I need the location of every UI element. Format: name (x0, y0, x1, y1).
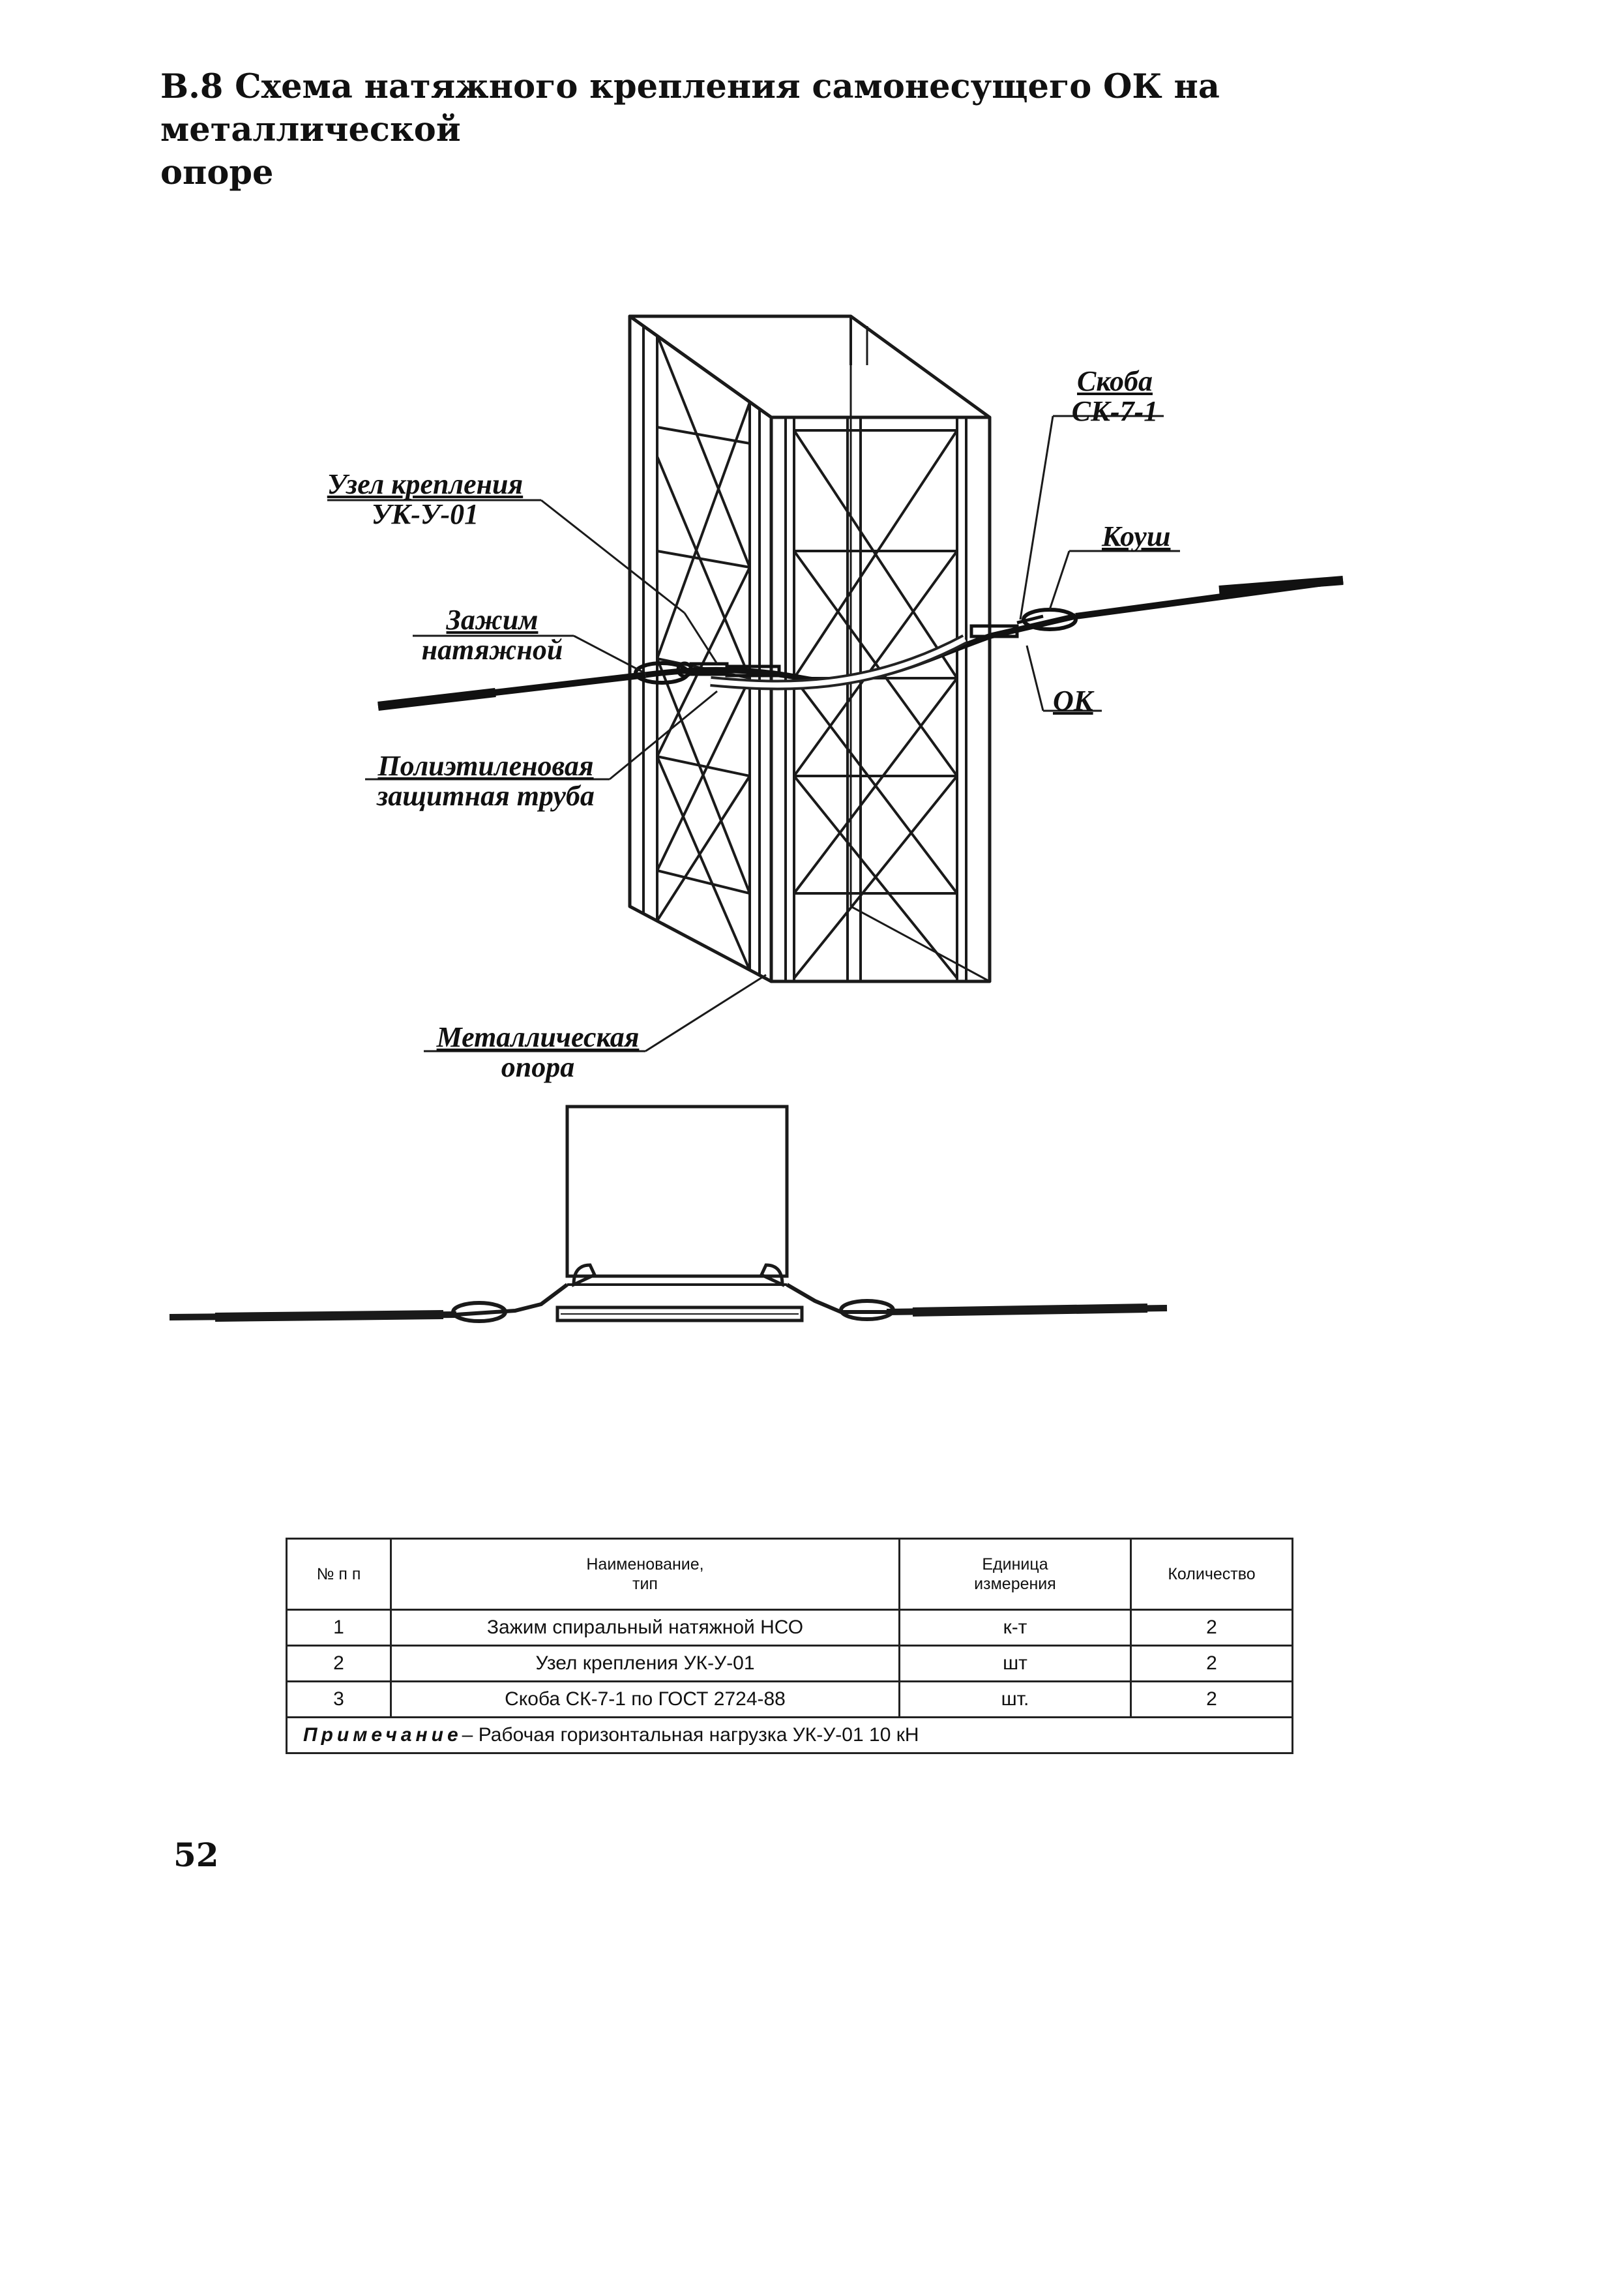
callout-opora-line-2: опора (501, 1051, 575, 1083)
callout-ok-label: ОК (1053, 685, 1093, 717)
callout-zazhim-line-2: натяжной (421, 634, 563, 666)
callout-uzel-line-2: УК-У-01 (371, 498, 479, 530)
cell-unit: к-т (898, 1609, 1132, 1647)
callout-skoba-line-1: Скоба (1077, 365, 1153, 397)
page-title-line-2: опоре (160, 153, 274, 192)
cell-number: 3 (286, 1680, 392, 1718)
callout-zazhim: Зажим натяжной (411, 605, 574, 665)
leader-lines (327, 415, 1180, 1052)
note-label: Примечание (303, 1724, 462, 1746)
cell-quantity: 2 (1130, 1680, 1293, 1718)
plan-view-tower (565, 1105, 789, 1278)
cell-number: 2 (286, 1645, 392, 1682)
table-row: 1 Зажим спиральный натяжной НСО к-т 2 (286, 1609, 1293, 1647)
plan-view (169, 1105, 1168, 1323)
table-row: 3 Скоба СК-7-1 по ГОСТ 2724-88 шт. 2 (286, 1680, 1293, 1718)
header-unit: Единица измерения (898, 1538, 1132, 1611)
callout-zazhim-line-1: Зажим (446, 604, 539, 636)
callout-koush: Коуш (1102, 522, 1170, 552)
callout-opora-line-1: Металлическая (436, 1021, 640, 1053)
cell-name: Скоба СК-7-1 по ГОСТ 2724-88 (390, 1680, 900, 1718)
callout-opora: Металлическая опора (427, 1022, 649, 1082)
note-text: – Рабочая горизонтальная нагрузка УК-У-0… (462, 1724, 919, 1746)
tower-left-face (628, 314, 773, 983)
callout-uzel: Узел крепления УК-У-01 (314, 470, 536, 529)
page-number: 52 (173, 1836, 219, 1874)
tower-top (628, 314, 992, 983)
cell-unit: шт. (898, 1680, 1132, 1718)
callout-truba-line-1: Полиэтиленовая (377, 750, 594, 782)
cable-perspective (377, 576, 1344, 711)
cell-quantity: 2 (1130, 1609, 1293, 1647)
page-title: В.8 Схема натяжного крепления самонесуще… (160, 65, 1464, 194)
specification-table: № п п Наименование, тип Единица измерени… (286, 1538, 1293, 1754)
cell-name: Зажим спиральный натяжной НСО (390, 1609, 900, 1647)
table-note-row: Примечание– Рабочая горизонтальная нагру… (286, 1716, 1293, 1754)
header-quantity: Количество (1130, 1538, 1293, 1611)
table-note: Примечание– Рабочая горизонтальная нагру… (286, 1716, 1293, 1754)
callout-ok: ОК (1053, 686, 1093, 716)
header-number: № п п (286, 1538, 392, 1611)
table-header-row: № п п Наименование, тип Единица измерени… (286, 1538, 1293, 1611)
cell-unit: шт (898, 1645, 1132, 1682)
callout-skoba: Скоба СК-7-1 (1056, 366, 1174, 426)
callout-truba-line-2: защитная труба (377, 780, 595, 812)
callout-koush-label: Коуш (1102, 520, 1171, 552)
header-name: Наименование, тип (390, 1538, 900, 1611)
cell-number: 1 (286, 1609, 392, 1647)
table-row: 2 Узел крепления УК-У-01 шт 2 (286, 1645, 1293, 1682)
callout-skoba-line-2: СК-7-1 (1071, 395, 1159, 427)
page-title-line-1: В.8 Схема натяжного крепления самонесуще… (160, 67, 1220, 149)
callout-truba: Полиэтиленовая защитная труба (365, 751, 606, 811)
callout-uzel-line-1: Узел крепления (327, 468, 524, 500)
cell-quantity: 2 (1130, 1645, 1293, 1682)
cell-name: Узел крепления УК-У-01 (390, 1645, 900, 1682)
tower-right-face (769, 415, 992, 983)
